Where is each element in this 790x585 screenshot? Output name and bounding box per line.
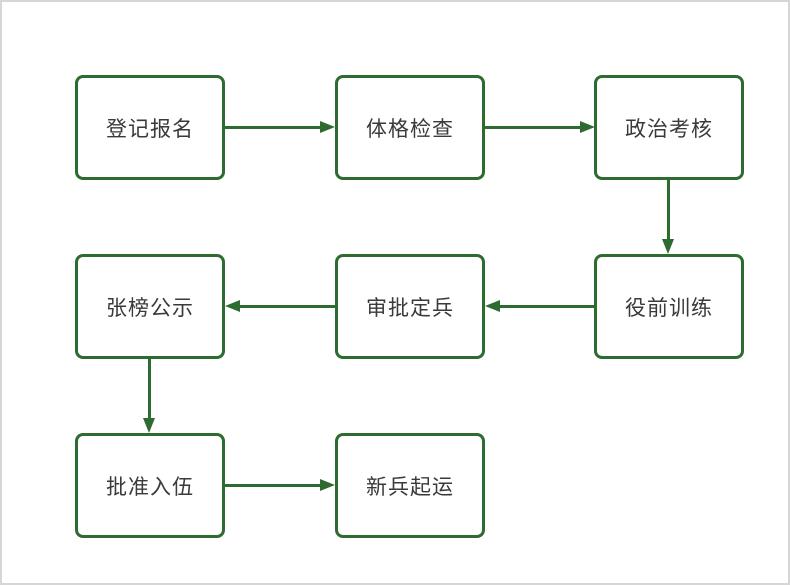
arrow-political-to-training-icon bbox=[662, 180, 674, 254]
flow-node-public-announcement: 张榜公示 bbox=[75, 254, 225, 359]
flow-node-approval-determination: 审批定兵 bbox=[335, 254, 485, 359]
flow-node-physical-exam: 体格检查 bbox=[335, 75, 485, 180]
arrow-training-to-determination-icon bbox=[485, 300, 595, 312]
flow-node-pre-service-training: 役前训练 bbox=[594, 254, 744, 359]
arrow-register-to-physical-icon bbox=[225, 121, 335, 133]
flow-node-label: 役前训练 bbox=[625, 296, 713, 320]
flow-node-enlistment-approval: 批准入伍 bbox=[75, 433, 225, 538]
flow-node-label: 新兵起运 bbox=[366, 475, 454, 499]
arrow-announcement-to-approval-icon bbox=[143, 359, 155, 433]
arrow-determination-to-announcement-icon bbox=[225, 300, 335, 312]
flow-node-recruit-departure: 新兵起运 bbox=[335, 433, 485, 538]
flow-node-label: 张榜公示 bbox=[106, 296, 194, 320]
flow-node-label: 登记报名 bbox=[106, 117, 194, 141]
flow-node-label: 政治考核 bbox=[625, 117, 713, 141]
flow-node-label: 批准入伍 bbox=[106, 475, 194, 499]
flow-node-political-review: 政治考核 bbox=[594, 75, 744, 180]
flow-node-label: 体格检查 bbox=[366, 117, 454, 141]
flow-node-register: 登记报名 bbox=[75, 75, 225, 180]
arrow-approval-to-departure-icon bbox=[225, 479, 335, 491]
flow-node-label: 审批定兵 bbox=[366, 296, 454, 320]
arrow-physical-to-political-icon bbox=[485, 121, 595, 133]
